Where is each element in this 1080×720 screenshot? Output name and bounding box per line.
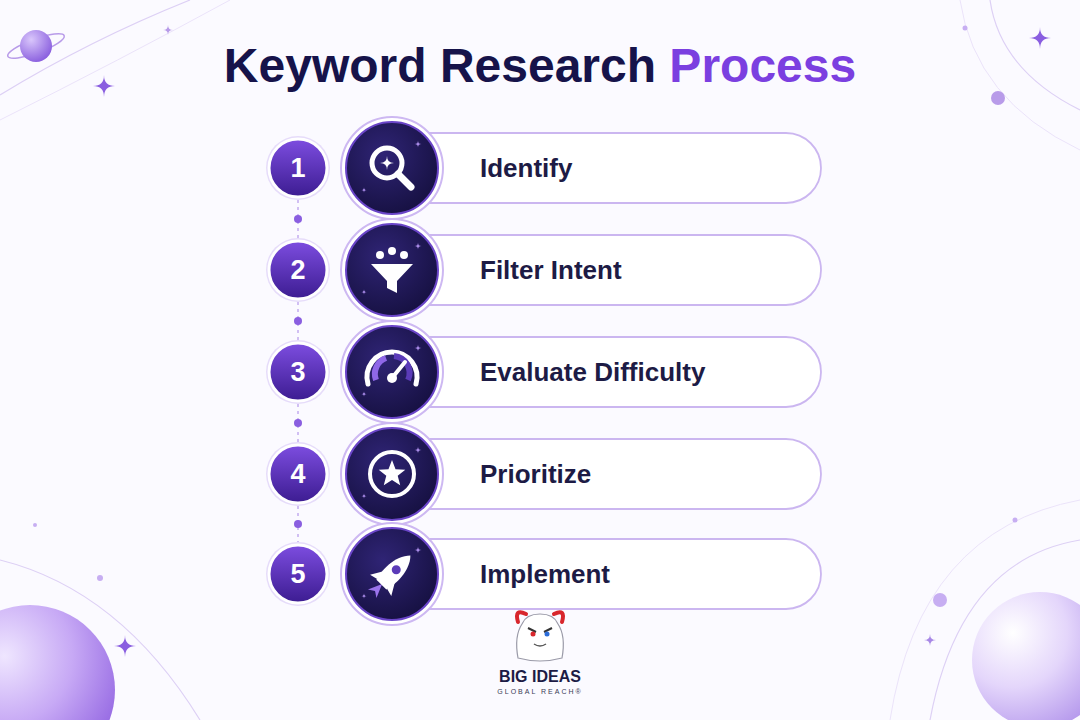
step-number-circle: 5 <box>269 545 327 603</box>
step-pill: Prioritize <box>360 438 822 510</box>
planet <box>972 592 1080 720</box>
step-icon <box>341 423 443 525</box>
step-icon <box>341 523 443 625</box>
dotted-connector <box>294 200 302 238</box>
logo-tagline: GLOBAL REACH® <box>440 688 640 695</box>
sparkle <box>114 635 136 657</box>
sparkle <box>1029 27 1051 49</box>
dotted-connector <box>294 404 302 442</box>
step-number: 3 <box>290 357 305 388</box>
dot <box>963 26 968 31</box>
dot <box>1013 518 1018 523</box>
dot <box>933 593 947 607</box>
dotted-connector <box>294 302 302 340</box>
orbit-arc <box>960 0 1080 150</box>
step-number-circle: 1 <box>269 139 327 197</box>
logo-name: BIG IDEAS <box>440 668 640 686</box>
sparkle <box>93 75 115 97</box>
dot <box>33 523 37 527</box>
step-icon <box>341 219 443 321</box>
diagram-title: Keyword Research Process <box>0 38 1080 93</box>
step-icon <box>341 321 443 423</box>
step-label: Identify <box>480 153 572 184</box>
dot <box>991 91 1005 105</box>
orbit-arc <box>990 0 1080 110</box>
step-label: Filter Intent <box>480 255 622 286</box>
step-pill: Filter Intent <box>360 234 822 306</box>
step-pill: Identify <box>360 132 822 204</box>
planet-ring <box>5 29 66 63</box>
step-pill: Implement <box>360 538 822 610</box>
sparkle <box>163 25 173 35</box>
step-number-circle: 2 <box>269 241 327 299</box>
step-number-circle: 4 <box>269 445 327 503</box>
dotted-connector <box>294 506 302 542</box>
step-number: 1 <box>290 153 305 184</box>
step-number: 5 <box>290 559 305 590</box>
orbit-arc <box>0 0 190 95</box>
orbit-arc <box>0 0 230 120</box>
step-label: Implement <box>480 559 610 590</box>
step-label: Prioritize <box>480 459 591 490</box>
step-number: 4 <box>290 459 305 490</box>
step-label: Evaluate Difficulty <box>480 357 705 388</box>
step-number-circle: 3 <box>269 343 327 401</box>
sparkle <box>924 634 936 646</box>
planet <box>0 605 115 720</box>
pill-shape <box>360 132 822 204</box>
step-number: 2 <box>290 255 305 286</box>
step-pill: Evaluate Difficulty <box>360 336 822 408</box>
step-icon <box>341 117 443 219</box>
planet <box>20 30 52 62</box>
logo-mascot <box>517 612 564 661</box>
dot <box>97 575 103 581</box>
